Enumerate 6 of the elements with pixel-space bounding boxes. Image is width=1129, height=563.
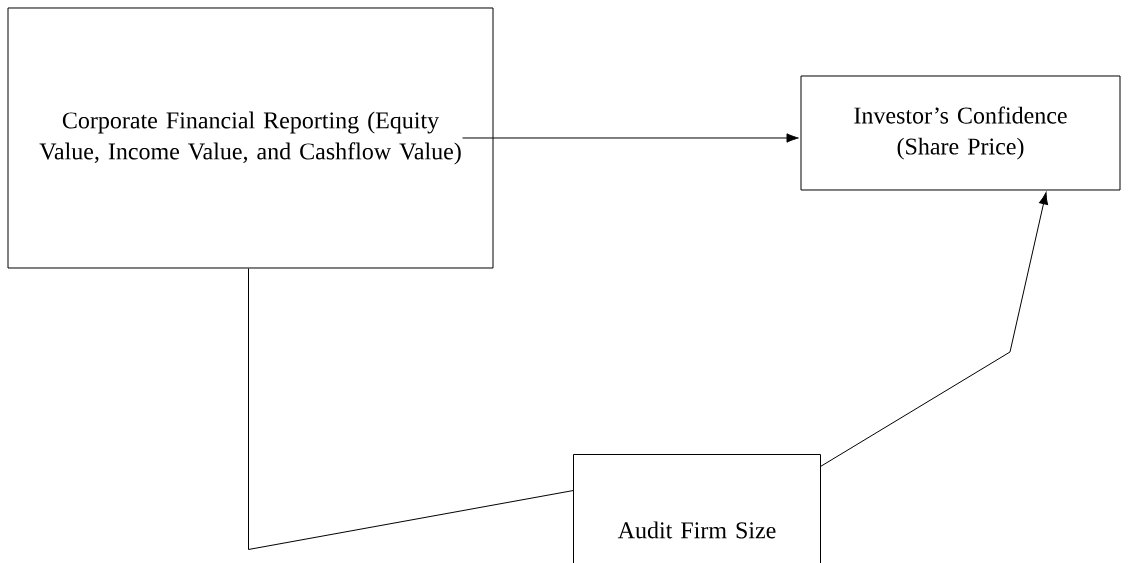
arrow bbox=[462, 133, 799, 143]
box: Audit Firm Size bbox=[573, 454, 821, 563]
box: Investor’s Confidence (Share Price) bbox=[800, 75, 1121, 191]
arrow bbox=[820, 192, 1049, 467]
box: Corporate Financial Reporting (Equity Value, Income Value, and Cashflow Value) bbox=[7, 7, 494, 269]
connector-line bbox=[248, 268, 574, 550]
